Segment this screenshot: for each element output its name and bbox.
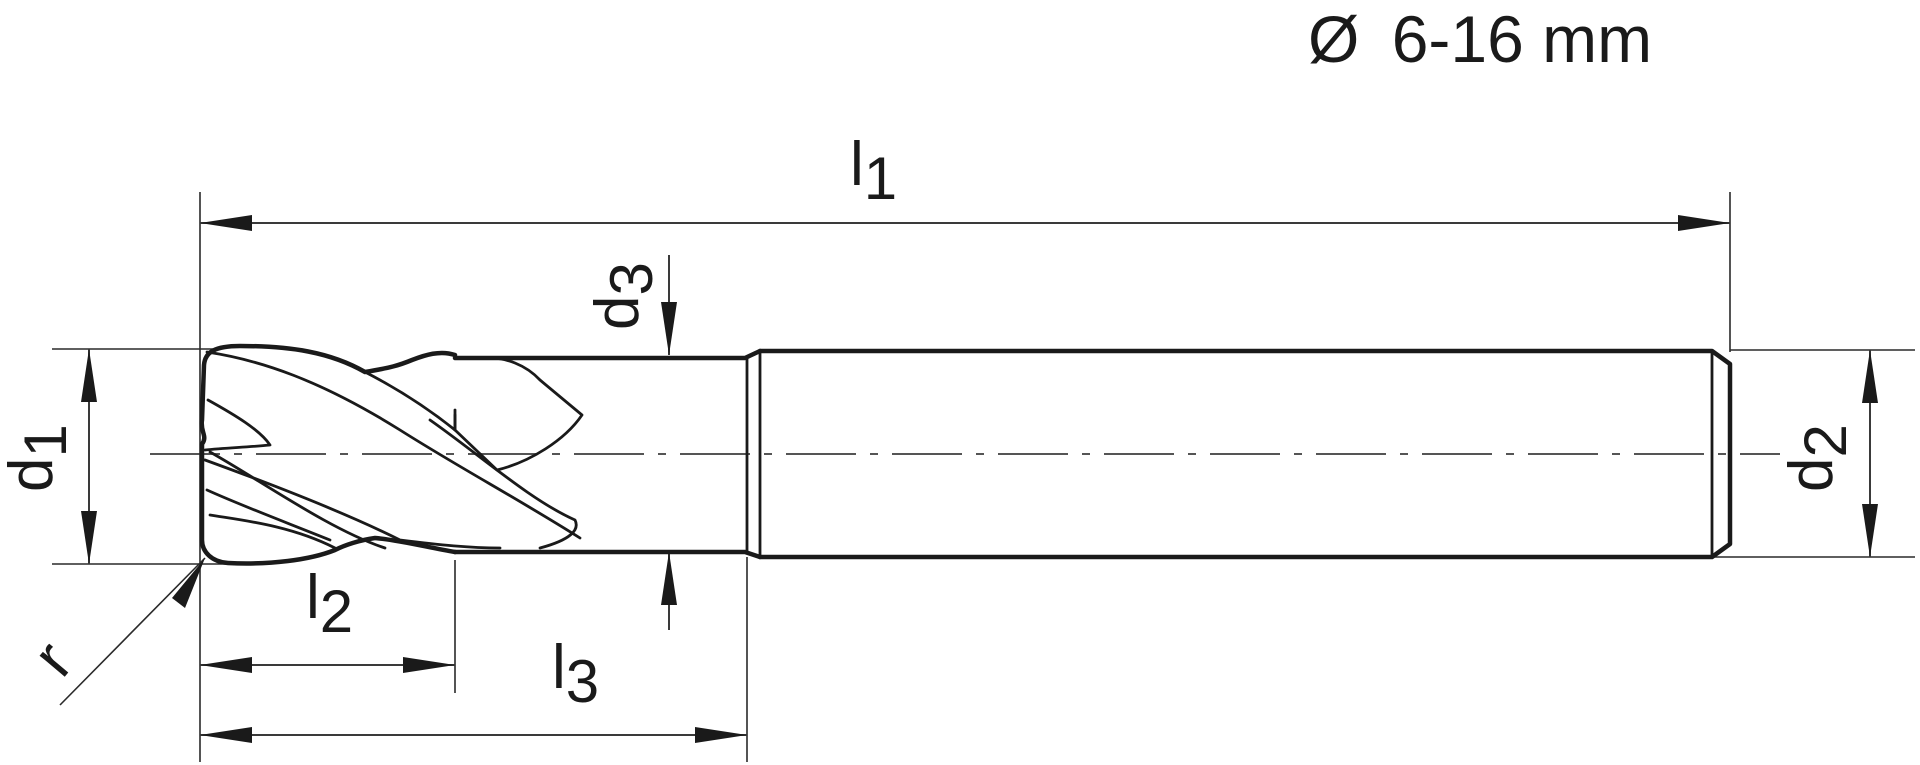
arrow-left-icon bbox=[200, 657, 252, 673]
cutting-head bbox=[199, 343, 584, 566]
dimension-d3: d3 bbox=[583, 255, 677, 630]
dimension-l1: l1 bbox=[200, 130, 1730, 231]
svg-text:l1: l1 bbox=[850, 130, 897, 212]
svg-text:r: r bbox=[20, 629, 86, 689]
dimension-d1: d1 bbox=[0, 349, 97, 564]
end-mill-body bbox=[199, 343, 1733, 566]
arrow-up-icon bbox=[81, 349, 97, 402]
arrow-right-icon bbox=[695, 727, 747, 743]
svg-text:l3: l3 bbox=[552, 633, 599, 715]
dimension-r: r bbox=[20, 557, 206, 706]
shank bbox=[757, 348, 1733, 560]
svg-text:d1: d1 bbox=[0, 424, 79, 492]
arrow-right-icon bbox=[403, 657, 455, 673]
arrow-up-icon bbox=[661, 552, 677, 605]
dimension-d2: d2 bbox=[1777, 350, 1878, 557]
dimension-l2: l2 bbox=[200, 563, 455, 673]
diameter-range-title: Ø 6-16 mm bbox=[1308, 2, 1652, 76]
arrow-left-icon bbox=[200, 215, 252, 231]
svg-text:l2: l2 bbox=[306, 563, 353, 645]
arrow-leader-icon bbox=[172, 558, 205, 608]
arrow-down-icon bbox=[81, 511, 97, 564]
diameter-symbol: Ø bbox=[1308, 2, 1359, 76]
svg-text:d2: d2 bbox=[1777, 424, 1859, 492]
dimension-l3: l3 bbox=[200, 633, 747, 743]
arrow-down-icon bbox=[661, 302, 677, 355]
arrow-down-icon bbox=[1862, 504, 1878, 557]
arrow-right-icon bbox=[1678, 215, 1730, 231]
arrow-left-icon bbox=[200, 727, 252, 743]
svg-text:d3: d3 bbox=[583, 262, 665, 330]
neck bbox=[452, 348, 763, 560]
arrow-up-icon bbox=[1862, 350, 1878, 403]
diameter-range: 6-16 mm bbox=[1392, 2, 1652, 76]
